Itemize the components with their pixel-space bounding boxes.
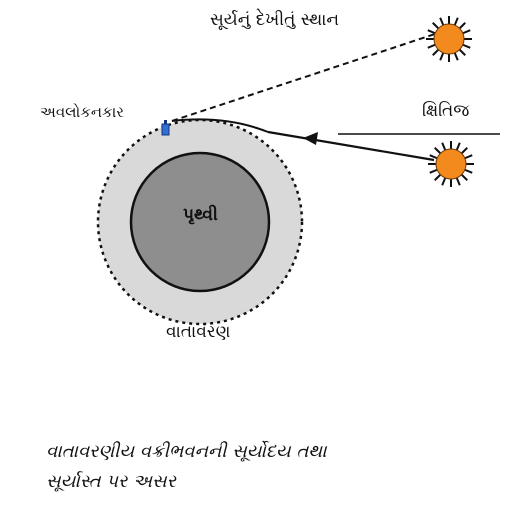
sun-ray	[455, 177, 461, 186]
horizon-label: ક્ષિતિજ	[422, 101, 470, 121]
sun-ray	[434, 147, 442, 155]
sun-ray	[453, 52, 459, 61]
earth-label: પૃથ્વી	[183, 205, 218, 225]
sun-ray	[458, 22, 466, 30]
sun-ray	[432, 22, 440, 30]
sun-ray	[432, 48, 440, 56]
sun-ray	[458, 48, 466, 56]
arrow-icon	[303, 132, 318, 145]
sun-ray	[464, 154, 473, 160]
observer-label: અવલોકનકાર	[40, 103, 125, 121]
observer-icon	[161, 120, 170, 136]
sun-ray	[429, 168, 438, 174]
sun-ray	[460, 173, 468, 181]
sun-ray	[427, 29, 436, 35]
sun-ray	[434, 173, 442, 181]
sun-ray	[455, 142, 461, 151]
sun-ray	[464, 168, 473, 174]
sun-disc	[433, 23, 465, 55]
sun-disc	[435, 148, 467, 180]
atmosphere-label: વાતાવરણ	[166, 322, 231, 342]
apparent-ray	[171, 33, 436, 122]
sun-icon	[426, 16, 472, 62]
sun-ray	[441, 177, 447, 186]
sun-ray	[460, 147, 468, 155]
sun-ray	[427, 43, 436, 49]
sun-ray	[439, 52, 445, 61]
sun-ray	[462, 43, 471, 49]
sun-ray	[439, 17, 445, 26]
sun-ray	[453, 17, 459, 26]
refracted-ray-in-atmosphere	[171, 118, 269, 133]
caption-line-2: સૂર્યાસ્ત પર અસર	[46, 471, 176, 492]
sun-ray	[441, 142, 447, 151]
figure-caption: વાતાવરણીય વક્રીભવનની સૂર્યોદય તથા સૂર્યા…	[46, 437, 327, 497]
sun-ray	[462, 29, 471, 35]
caption-line-1: વાતાવરણીય વક્રીભવનની સૂર્યોદય તથા	[46, 441, 327, 462]
apparent-sun-position-label: સૂર્યનું દેખીતું સ્થાન	[210, 10, 340, 30]
earth-disc	[129, 151, 271, 293]
sun-icon	[428, 141, 474, 187]
sun-ray	[429, 154, 438, 160]
actual-ray	[267, 130, 435, 162]
